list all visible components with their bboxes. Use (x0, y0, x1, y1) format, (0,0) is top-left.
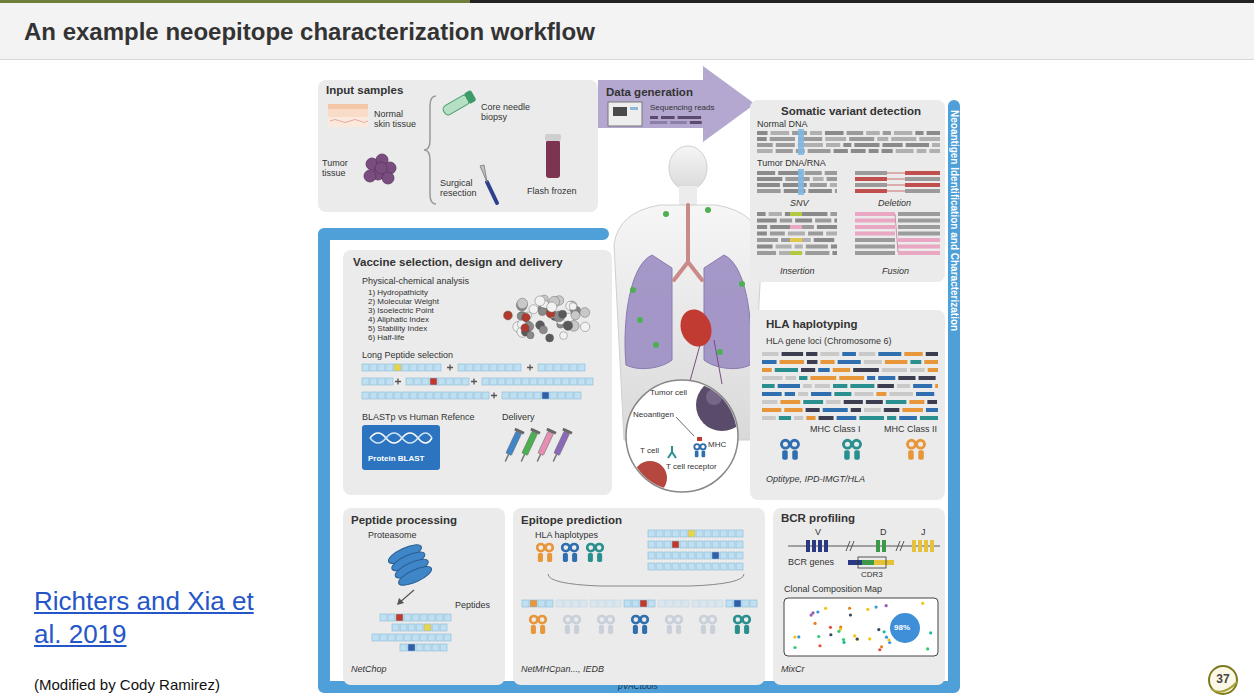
panel-label: Flash frozen (527, 186, 577, 196)
panel-label: Normal DNA (757, 119, 808, 129)
panel-label: Peptides (455, 600, 490, 610)
panel-heading: Somatic variant detection (781, 105, 921, 118)
small-label: Sequencing reads (650, 103, 715, 112)
variant-panel: Somatic variant detectionNormal DNA Tumor… (750, 100, 945, 282)
panel-label: BCR genes (788, 557, 834, 567)
bcr-panel: BCR profilingV D J BCR genesCDR3Clonal Comp… (773, 508, 945, 685)
panel-label: Physical-chemical analysis (362, 276, 469, 286)
panel-heading: Epitope prediction (521, 514, 622, 527)
panel-label: MHC Class I (810, 424, 861, 434)
panel-label: Tumor DNA/RNA (757, 158, 826, 168)
panel-label: HLA haplotypes (535, 530, 598, 540)
small-label: 3) Isoelectric Point (368, 306, 434, 315)
image-label: Protein BLAST (368, 454, 424, 463)
small-label: CDR3 (861, 570, 883, 579)
panel-label: HLA gene loci (Chromosome 6) (766, 336, 892, 346)
tcell-circle: Tumor cellNeoantigenMHC T cell T cell rece… (625, 379, 739, 493)
epitope-panel: Epitope predictionHLA haplotypesNetMHCpa… (513, 508, 765, 685)
slide-title: An example neoepitope characterization w… (24, 18, 595, 46)
tool-name: MixCr (781, 664, 805, 674)
page-number: 37 (1216, 673, 1229, 687)
workflow-frame: Neoantigen Identification and Characteri… (318, 100, 960, 693)
panel-label: MHC Class II (884, 424, 937, 434)
small-label: Neoantigen (633, 410, 674, 419)
small-label: 1) Hydropathicity (368, 288, 428, 297)
tool-name: Insertion (780, 266, 815, 276)
tool-name: Fusion (882, 266, 909, 276)
panel-label: J (921, 527, 926, 537)
panel-label: Long Peptide selection (362, 350, 453, 360)
credit-note: (Modified by Cody Ramirez) (34, 676, 220, 693)
bcr-panel-art (773, 508, 945, 685)
panel-label: Normal skin tissue (374, 109, 420, 130)
small-label: 4) Aliphatic Index (368, 315, 429, 324)
panel-label: BLASTp vs Human Refence (362, 412, 475, 422)
small-label: 6) Half-life (368, 333, 404, 342)
panel-label: Surgical resection (440, 178, 480, 199)
hla-panel: HLA haplotypingHLA gene loci (Chromosome… (750, 310, 945, 500)
band-label: Neoantigen Identification and Characteri… (949, 110, 961, 331)
peptide-panel-art (343, 508, 505, 685)
small-label: T cell (640, 446, 659, 455)
vaccine-panel: Vaccine selection, design and deliveryPh… (343, 250, 612, 495)
panel-heading: HLA haplotyping (766, 318, 858, 331)
tool-name: Deletion (878, 198, 911, 208)
panel-label: V (815, 527, 821, 537)
tool-name: NetChop (351, 664, 387, 674)
tool-name: SNV (790, 198, 809, 208)
small-label: 5) Stability Index (368, 324, 427, 333)
tool-name: NetMHCpan..., IEDB (521, 664, 604, 674)
peptide-panel: Peptide processingProteasomePeptidesNetC… (343, 508, 505, 685)
input-panel: Input samplesNormal skin tissueTumor tis… (318, 80, 598, 212)
tool-name: Optitype, IPD-IMGT/HLA (766, 474, 865, 484)
citation-link: Richters and Xia et al. 2019 (34, 585, 274, 650)
panel-label: Clonal Composition Map (784, 584, 882, 594)
panel-heading: Vaccine selection, design and delivery (353, 256, 563, 269)
small-label: Tumor cell (650, 388, 687, 397)
small-label: T cell receptor (666, 462, 717, 471)
panel-label: Tumor tissue (322, 158, 356, 179)
panel-label: D (880, 527, 887, 537)
panel-heading: BCR profiling (781, 512, 855, 525)
panel-heading: Input samples (326, 84, 403, 97)
panel-label: Proteasome (368, 530, 417, 540)
image-label: 98% (894, 623, 910, 632)
panel-label: Delivery (502, 412, 535, 422)
small-label: MHC (708, 440, 726, 449)
data-generation-arrow: Data generationSequencing reads (598, 66, 755, 142)
small-label: 2) Molecular Weight (368, 297, 439, 306)
panel-heading: Peptide processing (351, 514, 457, 527)
panel-heading: Data generation (606, 86, 693, 99)
panel-label: Core needle biopsy (481, 102, 533, 123)
